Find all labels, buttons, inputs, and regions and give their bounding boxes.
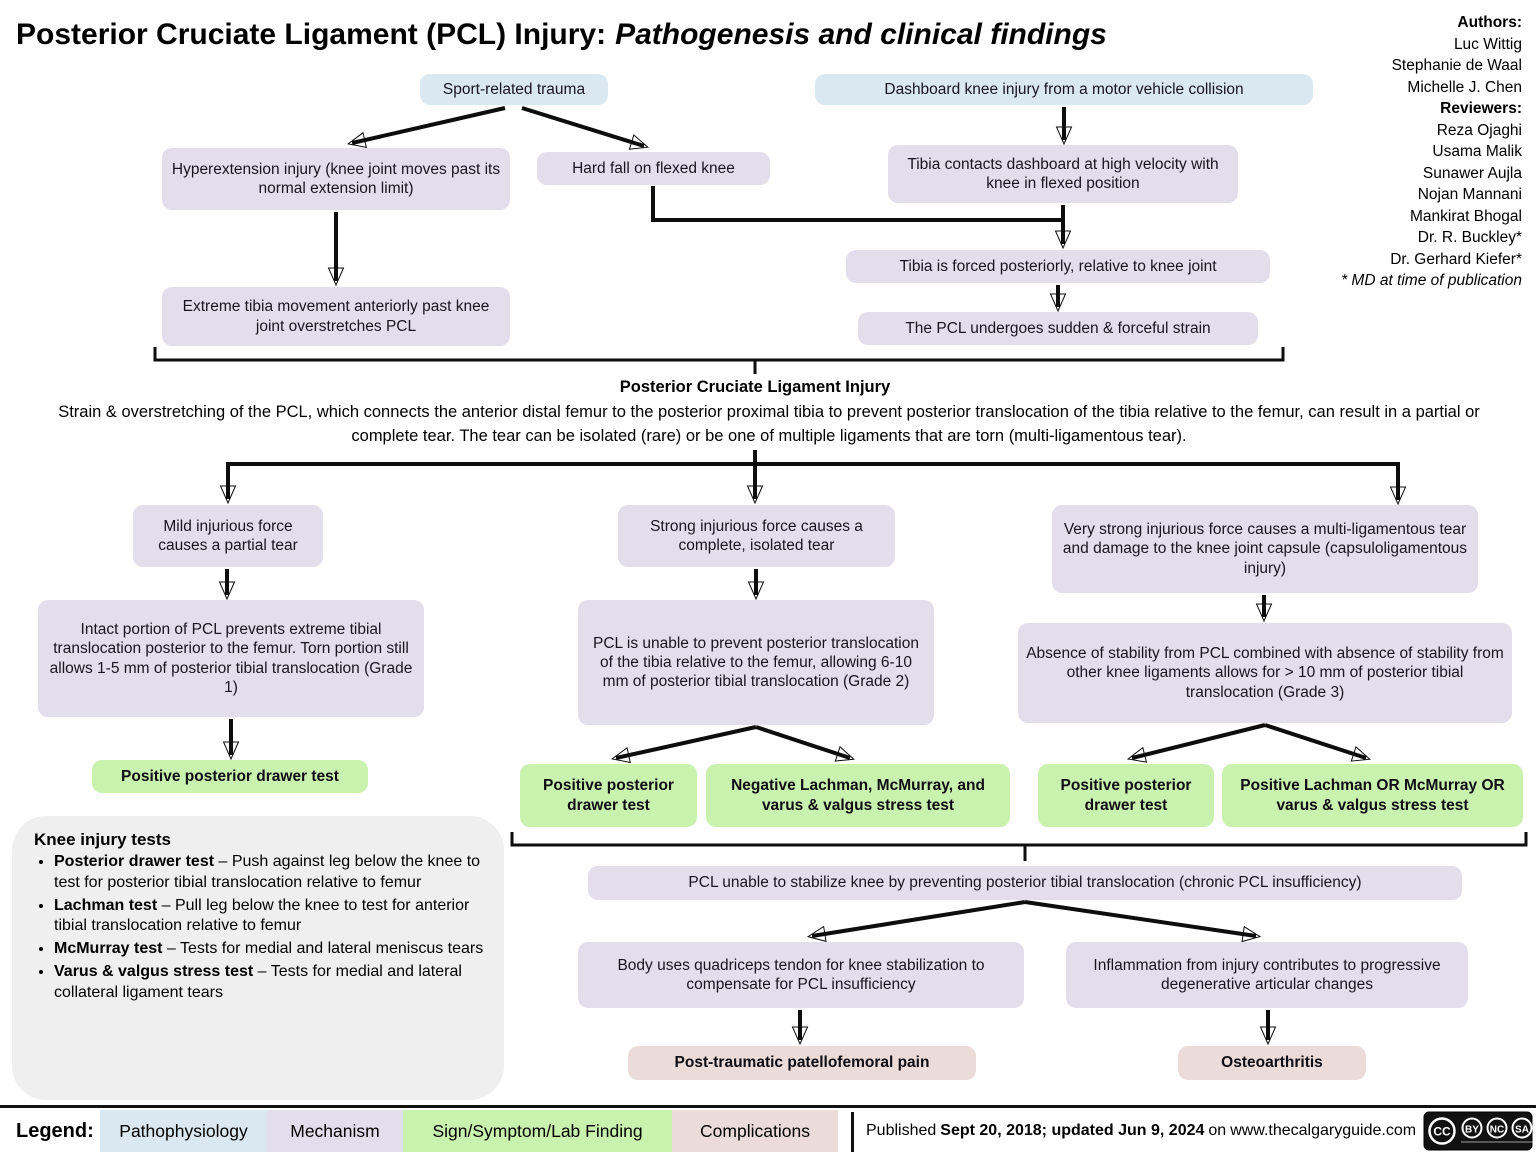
md-footnote: * MD at time of publication (1341, 272, 1522, 289)
test-item-posterior-drawer: Posterior drawer test – Push against leg… (54, 852, 486, 894)
reviewer-name: Dr. Gerhard Kiefer* (1390, 250, 1522, 268)
flow-node-patellofemoral-pain: Post-traumatic patellofemoral pain (628, 1046, 976, 1080)
flow-node-pcl-strain: The PCL undergoes sudden & forceful stra… (858, 312, 1258, 345)
cc-icon: CC (1433, 1125, 1451, 1139)
flow-node-hard-fall: Hard fall on flexed knee (537, 152, 770, 185)
reviewer-name: Mankirat Bhogal (1409, 207, 1522, 225)
flow-node-positive-drawer-2: Positive posterior drawer test (520, 764, 697, 827)
legend-label: Legend: (16, 1119, 94, 1142)
flow-node-inflammation: Inflammation from injury contributes to … (1066, 942, 1468, 1008)
flow-node-dashboard-injury: Dashboard knee injury from a motor vehic… (815, 74, 1313, 105)
by-icon: BY (1465, 1125, 1479, 1136)
bracket-top-merge (153, 347, 1285, 374)
reviewer-name: Dr. R. Buckley* (1417, 229, 1522, 246)
knee-injury-tests-panel: Knee injury tests Posterior drawer test … (12, 816, 504, 1100)
legend-item-mechanism: Mechanism (267, 1110, 403, 1152)
flow-node-hyperextension: Hyperextension injury (knee joint moves … (162, 148, 510, 210)
nc-icon: NC (1490, 1125, 1504, 1136)
flow-node-positive-drawer-1: Positive posterior drawer test (92, 760, 368, 793)
author-name: Luc Wittig (1453, 35, 1522, 53)
test-item-lachman: Lachman test – Pull leg below the knee t… (54, 896, 486, 938)
legend-separator (851, 1112, 854, 1152)
flow-node-grade2: PCL is unable to prevent posterior trans… (578, 600, 934, 725)
flow-node-mild-force: Mild injurious force causes a partial te… (133, 505, 323, 567)
tests-panel-title: Knee injury tests (34, 830, 171, 849)
legend-item-pathophysiology: Pathophysiology (100, 1110, 267, 1152)
test-item-mcmurray: McMurray test – Tests for medial and lat… (54, 939, 486, 960)
flow-node-positive-lachman: Positive Lachman OR McMurray OR varus & … (1222, 764, 1523, 827)
flow-node-grade1: Intact portion of PCL prevents extreme t… (38, 600, 424, 717)
bracket-tests-merge (510, 832, 1528, 861)
reviewers-label: Reviewers: (1440, 100, 1522, 117)
test-item-varus-valgus: Varus & valgus stress test – Tests for m… (54, 962, 486, 1004)
flow-node-osteoarthritis: Osteoarthritis (1178, 1046, 1366, 1080)
section-heading: Posterior Cruciate Ligament Injury (619, 378, 891, 396)
flow-node-grade3: Absence of stability from PCL combined w… (1018, 623, 1512, 723)
legend-bar: Legend: Pathophysiology Mechanism Sign/S… (0, 1110, 1536, 1152)
flow-node-tibia-contacts: Tibia contacts dashboard at high velocit… (888, 145, 1238, 203)
section-body: Strain & overstretching of the PCL, whic… (58, 403, 1480, 445)
author-name: Stephanie de Waal (1391, 57, 1522, 74)
reviewer-name: Sunawer Aujla (1422, 164, 1522, 182)
flow-node-quadriceps: Body uses quadriceps tendon for knee sta… (578, 942, 1024, 1008)
page-title-subtitle: Pathogenesis and clinical findings (615, 18, 1107, 51)
connector-sport-fork (346, 106, 650, 150)
flow-node-extreme-tibia: Extreme tibia movement anteriorly past k… (162, 287, 510, 346)
flow-node-very-strong-force: Very strong injurious force causes a mul… (1052, 505, 1478, 593)
cc-license-badge: CC BY NC SA (1423, 1111, 1533, 1152)
credits-panel: Authors: Luc Wittig Stephanie de Waal Mi… (1222, 12, 1522, 292)
tests-list: Posterior drawer test – Push against leg… (34, 852, 486, 1004)
authors-label: Authors: (1457, 14, 1522, 31)
reviewer-name: Nojan Mannani (1417, 186, 1522, 203)
legend-item-sign-symptom: Sign/Symptom/Lab Finding (403, 1110, 672, 1152)
connector-three-branches (219, 450, 1407, 506)
flow-node-strong-force: Strong injurious force causes a complete… (618, 505, 895, 567)
flow-node-positive-drawer-3: Positive posterior drawer test (1038, 764, 1214, 827)
flow-node-tibia-forced: Tibia is forced posteriorly, relative to… (846, 250, 1270, 283)
page-title-main: Posterior Cruciate Ligament (PCL) Injury… (16, 18, 607, 51)
cc-license-icons: CC BY NC SA (1423, 1111, 1533, 1151)
sa-icon: SA (1515, 1125, 1529, 1136)
reviewer-name: Reza Ojaghi (1436, 121, 1522, 139)
legend-item-complications: Complications (672, 1110, 838, 1152)
page-title: Posterior Cruciate Ligament (PCL) Injury… (16, 18, 1316, 53)
flow-node-sport-trauma: Sport-related trauma (420, 74, 608, 105)
site-link[interactable]: www.thecalgaryguide.com (1230, 1122, 1417, 1139)
legend-top-rule (0, 1105, 1536, 1108)
publication-note: Published Sept 20, 2018; updated Jun 9, … (866, 1122, 1417, 1139)
flow-node-chronic-insufficiency: PCL unable to stabilize knee by preventi… (588, 866, 1462, 900)
author-name: Michelle J. Chen (1407, 78, 1522, 96)
reviewer-name: Usama Malik (1432, 143, 1522, 160)
flow-node-negative-lachman: Negative Lachman, McMurray, and varus & … (706, 764, 1010, 827)
